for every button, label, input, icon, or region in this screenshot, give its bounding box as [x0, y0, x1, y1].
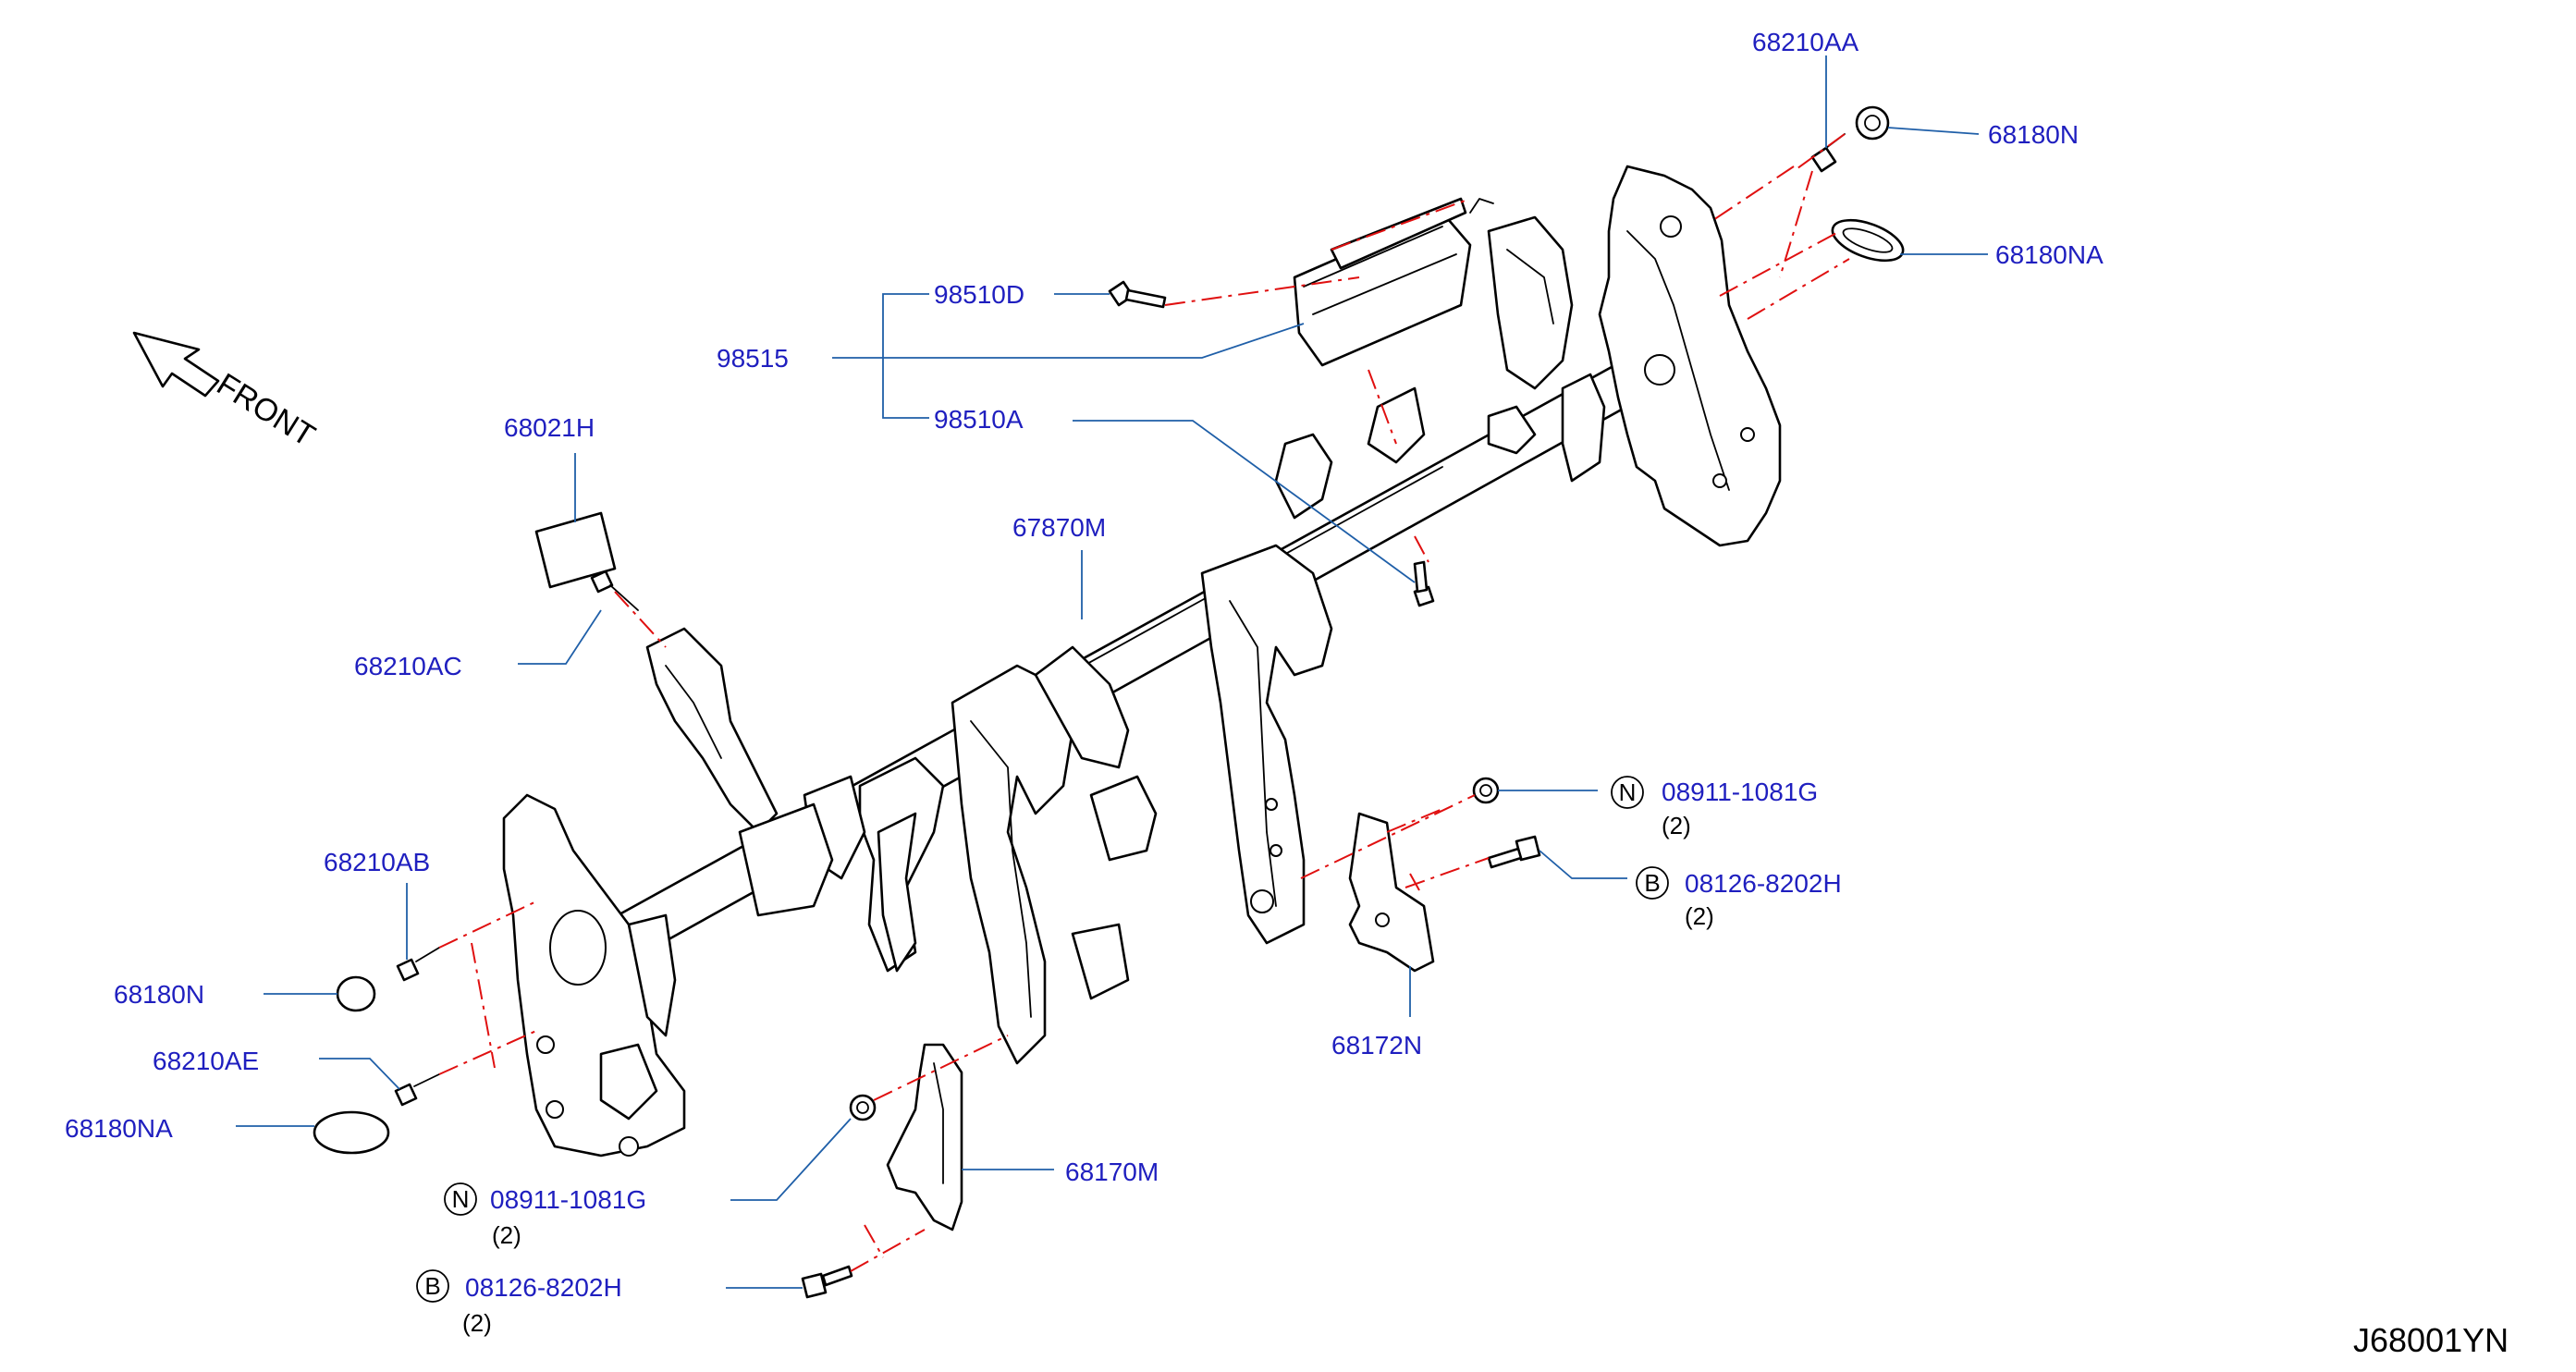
bolt-68210ac	[590, 570, 639, 611]
bolt-98510a	[1413, 560, 1435, 607]
label-68180n-left: 68180N	[114, 980, 204, 1009]
bracket-68172n	[1348, 812, 1435, 973]
front-label: FRONT	[211, 367, 321, 454]
label-98515: 98515	[717, 344, 789, 373]
label-68180n-top: 68180N	[1988, 120, 2079, 149]
label-08126-left: 08126-8202H	[465, 1273, 622, 1302]
cap-68180na-top	[1831, 218, 1905, 263]
nut-08911-right	[1472, 777, 1500, 804]
center-stay	[1200, 433, 1333, 945]
cap-68180na-left	[313, 1110, 390, 1155]
bolt-68210ae	[394, 1073, 440, 1107]
label-08911-right: 08911-1081G	[1662, 778, 1818, 806]
label-68172n: 68172N	[1331, 1031, 1422, 1060]
label-68210ab: 68210AB	[324, 848, 430, 876]
bolt-08126-left	[801, 1265, 853, 1299]
label-08911-left: 08911-1081G	[490, 1185, 646, 1214]
cap-68180n-top	[1855, 105, 1890, 141]
badge-n-left: N	[444, 1182, 477, 1216]
label-68170m: 68170M	[1065, 1158, 1159, 1186]
cap-68180n-left	[336, 975, 376, 1012]
bolt-08126-right	[1487, 835, 1541, 869]
label-68180na-left: 68180NA	[65, 1114, 173, 1143]
label-68210ac: 68210AC	[354, 652, 462, 680]
left-side-bracket	[502, 793, 686, 1158]
airbag-module-98515	[1293, 197, 1494, 367]
nut-08911-left	[849, 1094, 877, 1121]
svg-text:B: B	[424, 1272, 440, 1300]
pad-68021h	[534, 511, 617, 589]
leader-lines	[236, 55, 1988, 1289]
qty-08126-left: (2)	[462, 1309, 492, 1337]
label-98510d: 98510D	[934, 280, 1024, 309]
qty-08126-right: (2)	[1685, 902, 1714, 930]
label-98510a: 98510A	[934, 405, 1024, 434]
right-side-bracket	[1561, 165, 1782, 547]
front-arrow-icon	[132, 331, 220, 398]
qty-08911-right: (2)	[1662, 812, 1691, 839]
label-68210aa: 68210AA	[1752, 28, 1859, 56]
label-08126-right: 08126-8202H	[1685, 869, 1842, 898]
badge-b-right: B	[1636, 866, 1669, 900]
bolt-98510d	[1108, 280, 1167, 309]
svg-text:B: B	[1644, 869, 1660, 897]
left-mid-bracket	[645, 627, 834, 917]
label-68180na-top: 68180NA	[1995, 240, 2104, 269]
badge-n-right: N	[1611, 776, 1644, 809]
label-68021h: 68021H	[504, 413, 595, 442]
label-67870m: 67870M	[1012, 513, 1106, 542]
knee-bracket-68170m	[886, 1043, 963, 1231]
reference-code: J68001YN	[2353, 1321, 2509, 1359]
bolt-68210ab	[396, 947, 440, 982]
badge-b-left: B	[416, 1269, 449, 1303]
left-center-brackets	[803, 645, 1158, 1065]
label-68210ae: 68210AE	[153, 1047, 259, 1075]
svg-text:N: N	[452, 1185, 470, 1213]
bolt-68210aa	[1810, 133, 1846, 173]
qty-08911-left: (2)	[492, 1221, 521, 1249]
svg-text:N: N	[1619, 778, 1637, 806]
centerlines	[438, 133, 1850, 1272]
